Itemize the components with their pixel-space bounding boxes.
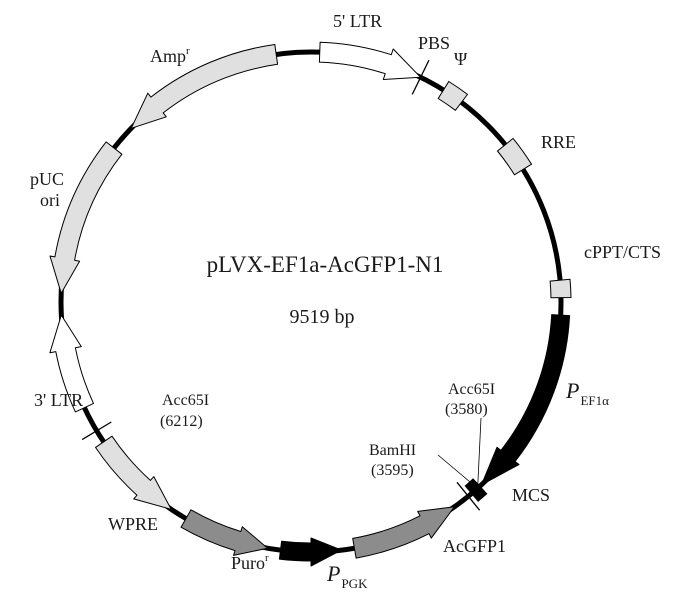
label-p-pgk: PPGK xyxy=(326,561,368,591)
feature-3-ltr xyxy=(49,314,94,413)
site-bamhi-pos: (3595) xyxy=(371,462,414,479)
site-acc65i-3580-pos: (3580) xyxy=(445,401,488,418)
label-p-pgk-sub: PGK xyxy=(341,576,368,591)
label-wpre: WPRE xyxy=(108,514,158,534)
label-puro: Puror xyxy=(231,552,269,573)
label-p-ef1a-sub: EF1α xyxy=(580,393,609,408)
feature-cppt-cts xyxy=(549,278,572,299)
feature-wpre xyxy=(95,435,172,510)
label-acgfp1: AcGFP1 xyxy=(443,536,506,556)
label-pbs: PBS xyxy=(418,33,450,53)
label-3-ltr: 3' LTR xyxy=(34,390,83,410)
label-psi: Ψ xyxy=(454,49,468,69)
label-p-pgk-main: P xyxy=(326,561,340,586)
feature-psi xyxy=(437,80,469,111)
feature-p-pgk xyxy=(278,537,342,567)
label-puro-main: Puro xyxy=(231,553,265,573)
label-amp: Ampr xyxy=(150,45,190,66)
label-p-ef1a-main: P xyxy=(565,378,579,403)
site-bamhi-name: BamHI xyxy=(369,442,416,459)
site-acc65i-6212-pos: (6212) xyxy=(160,413,203,430)
site-acc65i-3580-name: Acc65I xyxy=(448,381,495,398)
plasmid-name: pLVX-EF1a-AcGFP1-N1 xyxy=(207,252,444,277)
feature-5-ltr xyxy=(318,41,422,80)
site-acc65i-6212-name: Acc65I xyxy=(162,392,209,409)
feature-p-ef1a xyxy=(481,314,571,486)
leader-bamhi xyxy=(437,454,478,489)
label-cppt-cts: cPPT/CTS xyxy=(584,242,661,262)
label-amp-sup: r xyxy=(186,45,190,57)
tick-pbs xyxy=(411,59,430,95)
feature-puro xyxy=(180,509,269,556)
label-ori: ori xyxy=(40,190,60,210)
label-amp-main: Amp xyxy=(150,46,186,66)
label-rre: RRE xyxy=(541,132,576,152)
features-layer xyxy=(49,41,572,567)
feature-puc-ori xyxy=(49,141,123,294)
feature-acgfp1 xyxy=(352,506,455,559)
label-5-ltr: 5' LTR xyxy=(333,11,382,31)
plasmid-size: 9519 bp xyxy=(290,306,355,328)
label-p-ef1a: PEF1α xyxy=(565,378,609,408)
label-mcs: MCS xyxy=(512,485,550,505)
tick-mcs-right xyxy=(456,481,481,511)
label-puro-sup: r xyxy=(265,552,269,564)
feature-mcs xyxy=(464,478,488,502)
feature-rre xyxy=(496,137,533,176)
feature-amp xyxy=(130,44,279,129)
leader-acc65i-3580 xyxy=(477,417,482,489)
label-puc: pUC xyxy=(30,169,64,189)
tick-acc65i-6212 xyxy=(81,421,112,441)
